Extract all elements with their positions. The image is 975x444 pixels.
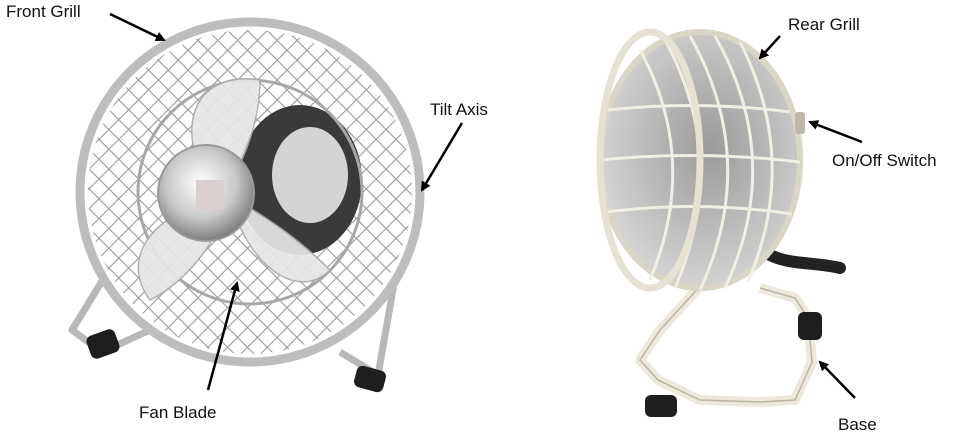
label-tilt-axis: Tilt Axis <box>430 101 488 118</box>
on-off-switch-arrow <box>810 122 862 142</box>
rear-fan-illustration <box>600 32 840 417</box>
base-arrow <box>820 362 855 398</box>
rear-fan-base-foot-right <box>798 312 822 340</box>
front-fan-left-foot <box>85 328 121 361</box>
label-fan-blade: Fan Blade <box>139 404 217 421</box>
power-cord <box>770 255 840 268</box>
front-fan-illustration <box>72 22 424 394</box>
front-grill-arrow <box>110 14 164 40</box>
on-off-switch-body <box>795 112 805 134</box>
tilt-axis-arrow <box>422 123 462 190</box>
label-base: Base <box>838 416 877 433</box>
hub-center <box>196 180 224 210</box>
label-front-grill: Front Grill <box>6 3 81 20</box>
rear-fan-base-foot-left <box>645 395 677 417</box>
rear-grill-arrow <box>760 36 780 58</box>
label-rear-grill: Rear Grill <box>788 16 860 33</box>
label-on-off-switch: On/Off Switch <box>832 152 937 169</box>
motor-highlight <box>272 127 348 223</box>
